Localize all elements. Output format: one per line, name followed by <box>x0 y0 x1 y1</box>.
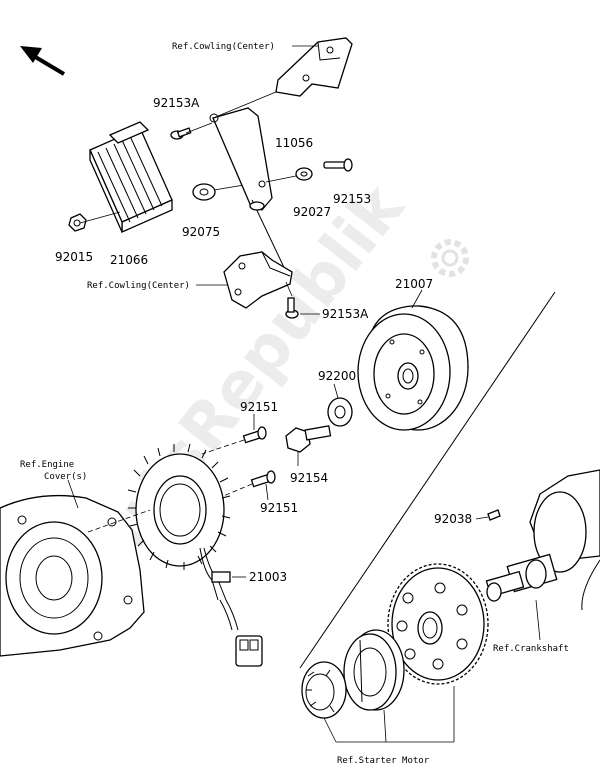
part-number-21007: 21007 <box>395 277 433 291</box>
part-number-92153: 92153 <box>333 192 371 206</box>
crankshaft <box>485 469 600 611</box>
one-way-clutch <box>301 661 347 719</box>
grommet-92075 <box>192 183 216 201</box>
part-number-21066: 21066 <box>110 253 148 267</box>
bolt-92151-top <box>242 426 267 444</box>
ref-engine-cover-line1: Ref.Engine <box>20 460 74 470</box>
bolt-92154 <box>285 425 332 453</box>
gear-icon <box>431 239 469 277</box>
part-number-11056: 11056 <box>275 136 313 150</box>
cowling-bracket-lower <box>223 251 293 309</box>
collar-92027 <box>295 167 313 181</box>
part-number-92027: 92027 <box>293 205 331 219</box>
ref-engine-cover-line2: Cover(s) <box>44 472 87 482</box>
ref-cowling-mid-label: Ref.Cowling(Center) <box>87 281 190 291</box>
part-number-92151-bottom: 92151 <box>260 501 298 515</box>
part-number-92015: 92015 <box>55 250 93 264</box>
part-number-92153A-bottom: 92153A <box>322 307 369 321</box>
rotor-21007 <box>357 305 469 431</box>
cowling-bracket-top <box>275 37 353 97</box>
starter-clutch <box>343 629 405 711</box>
part-number-92154: 92154 <box>290 471 328 485</box>
ref-crankshaft-label: Ref.Crankshaft <box>493 644 569 654</box>
ref-starter-motor-label: Ref.Starter Motor <box>337 756 430 766</box>
washer-92200 <box>327 397 353 427</box>
bolt-92153 <box>323 158 353 172</box>
part-number-21003: 21003 <box>249 570 287 584</box>
starter-gear <box>387 563 489 685</box>
part-number-92151-top: 92151 <box>240 400 278 414</box>
bolt-92153A-bottom <box>285 297 299 319</box>
part-number-92153A-top: 92153A <box>153 96 200 110</box>
engine-cover <box>0 494 151 657</box>
bolt-92151-bottom <box>250 470 276 488</box>
front-direction-arrow-icon <box>20 46 66 76</box>
stator-21003 <box>127 443 263 667</box>
nut-92015 <box>68 213 87 232</box>
part-number-92075: 92075 <box>182 225 220 239</box>
section-divider <box>299 291 556 669</box>
part-number-92038: 92038 <box>434 512 472 526</box>
regulator-rectifier <box>89 121 173 233</box>
bolt-92153A-top <box>170 127 192 140</box>
key-92038 <box>487 509 501 521</box>
part-number-92200: 92200 <box>318 369 356 383</box>
ref-cowling-top-label: Ref.Cowling(Center) <box>172 42 275 52</box>
